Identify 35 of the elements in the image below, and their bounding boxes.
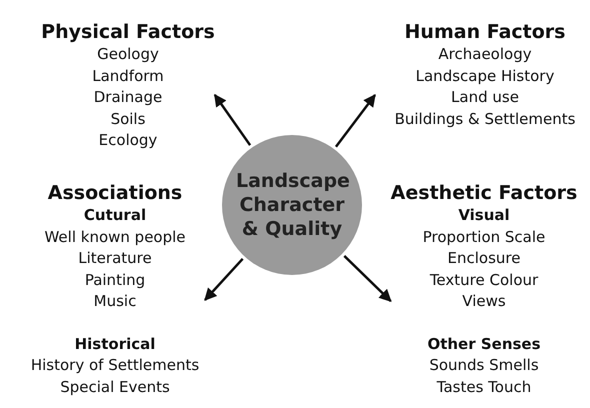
heading: Physical Factors — [41, 20, 215, 44]
list-item: Texture Colour — [428, 270, 540, 290]
list-item: Archaeology — [437, 44, 533, 65]
node-label: Landscape Character & Quality — [236, 169, 348, 241]
list-item: Literature — [77, 248, 153, 269]
list-item: Drainage — [92, 87, 164, 108]
list-item: Proportion Scale — [422, 226, 546, 248]
subheading: Cutural — [82, 205, 148, 226]
list-item: Landform — [91, 66, 165, 86]
list-item: Well known people — [43, 226, 187, 248]
list-item: History of Settlements — [30, 355, 200, 376]
subheading: Other Senses — [426, 334, 542, 354]
list-item: Painting — [84, 270, 146, 290]
heading: Human Factors — [404, 20, 566, 44]
heading: Associations — [46, 181, 184, 205]
list-item: Geology — [96, 44, 160, 65]
arrow — [334, 94, 376, 148]
list-item: Special Events — [59, 376, 171, 398]
heading: Aesthetic Factors — [390, 181, 578, 205]
list-item: Land use — [450, 87, 520, 108]
list-item: Soils — [110, 108, 146, 130]
list-item: Enclosure — [446, 248, 522, 269]
list-item: Views — [461, 291, 507, 312]
arrow — [214, 94, 252, 146]
list-item: Tastes Touch — [436, 376, 532, 398]
list-item: Music — [92, 291, 138, 312]
arrow — [204, 258, 244, 301]
list-item: Landscape History — [414, 66, 556, 86]
subheading: Historical — [74, 334, 156, 354]
arrow — [343, 255, 392, 302]
list-item: Buildings & Settlements — [394, 108, 576, 130]
list-item: Sounds Smells — [428, 355, 540, 376]
list-item: Ecology — [98, 130, 158, 151]
subheading: Visual — [457, 205, 511, 226]
circle-node — [222, 135, 362, 275]
